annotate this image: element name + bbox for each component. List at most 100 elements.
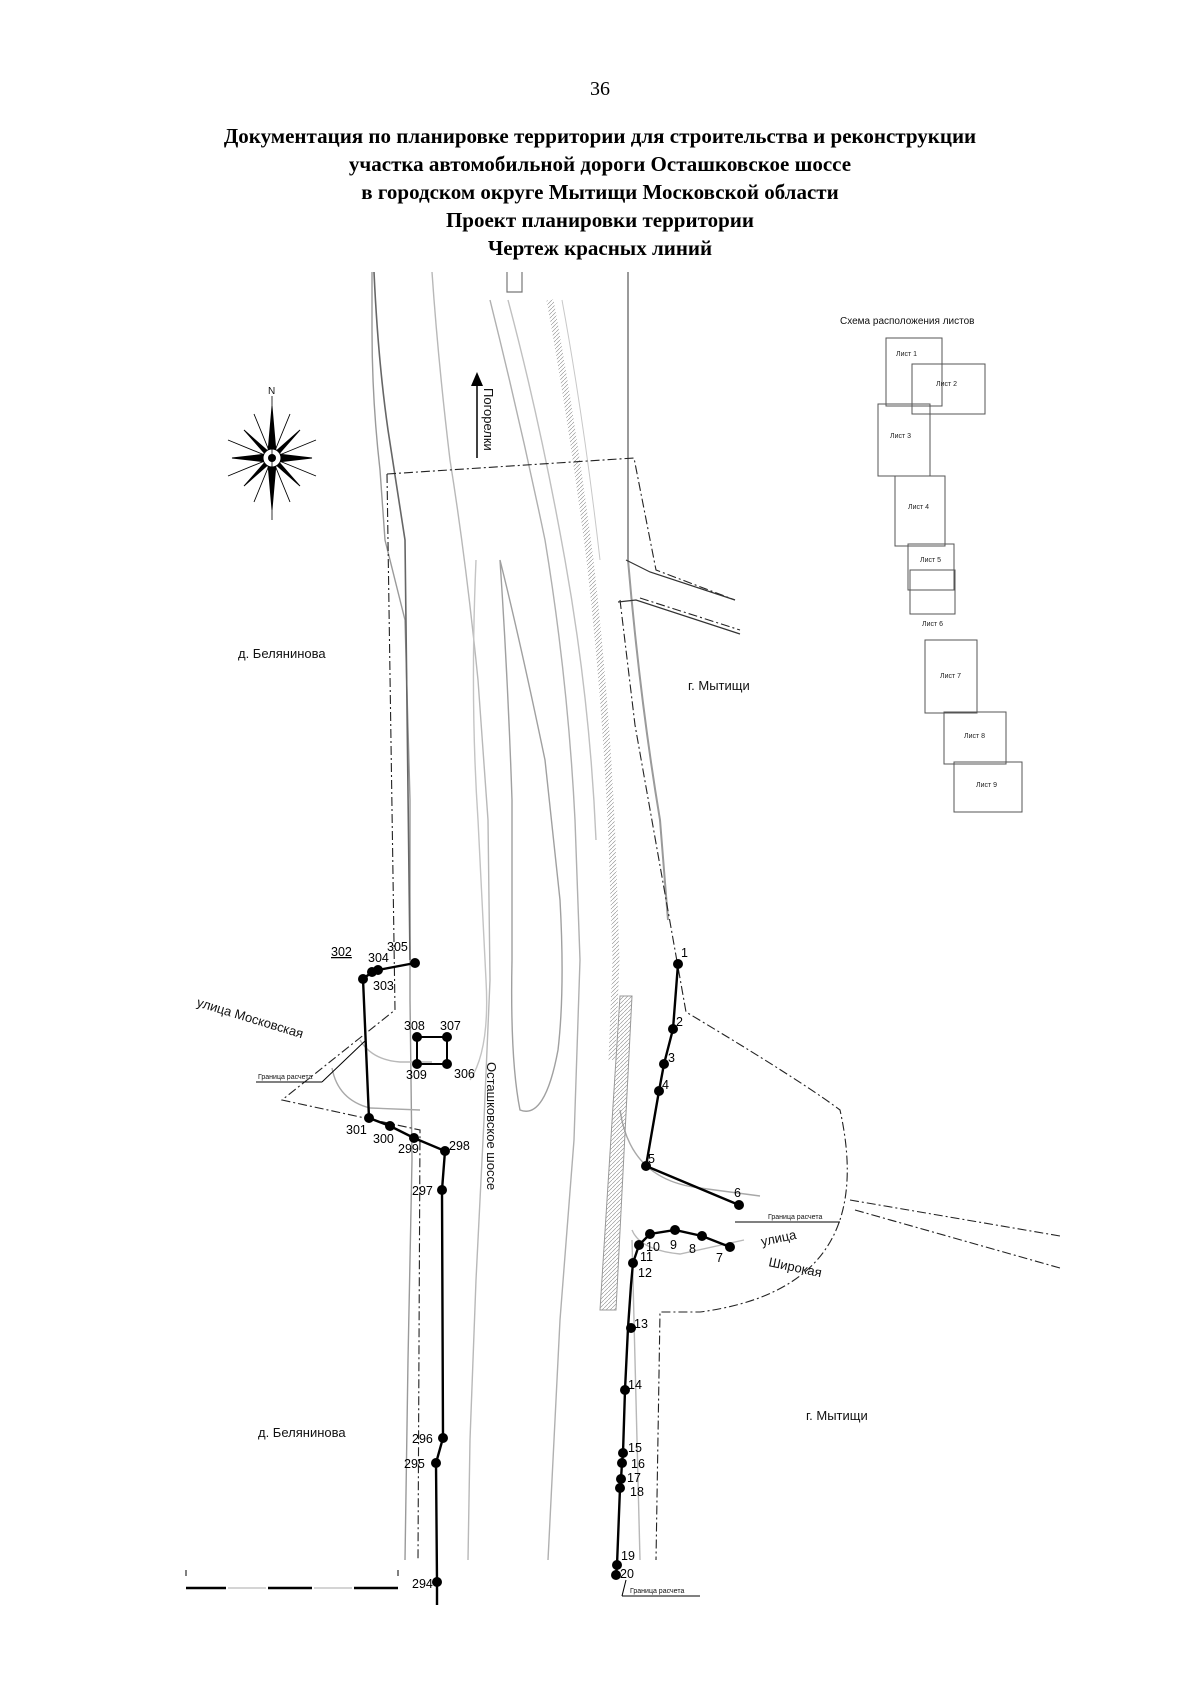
city-label-top: г. Мытищи (688, 678, 750, 693)
label-18: 18 (630, 1485, 644, 1499)
label-300: 300 (373, 1132, 394, 1146)
sheet-label-4: Лист 4 (908, 504, 929, 511)
sheet-label-7: Лист 7 (940, 673, 961, 680)
point-308 (412, 1032, 422, 1042)
label-12: 12 (638, 1266, 652, 1280)
title-line-5: Чертеж красных линий (487, 236, 713, 260)
existing-line-left (373, 271, 411, 961)
city-label-bottom: г. Мытищи (806, 1408, 868, 1423)
point-labels: 294 295 296 297 298 299 300 301 302 303 … (331, 940, 741, 1591)
village-label-bottom: д. Белянинова (258, 1425, 346, 1440)
boundary-breaks (617, 559, 741, 635)
label-302: 302 (331, 945, 352, 959)
point-8 (697, 1231, 707, 1241)
label-14: 14 (628, 1378, 642, 1392)
street-shirokaya-label-2: Широкая (767, 1254, 823, 1280)
planning-boundary (280, 457, 1061, 1561)
compass-rose-icon: N (227, 386, 317, 520)
label-309: 309 (406, 1068, 427, 1082)
point-12 (628, 1258, 638, 1268)
title-line-1: Документация по планировке территории дл… (223, 124, 977, 148)
sheet-rect-8 (943, 711, 1007, 765)
point-306 (442, 1059, 452, 1069)
label-294: 294 (412, 1577, 433, 1591)
label-11: 11 (640, 1250, 653, 1264)
street-moskovskaya-label: улица Московская (195, 995, 305, 1042)
title-line-2: участка автомобильной дороги Осташковско… (348, 152, 852, 176)
point-16 (617, 1458, 627, 1468)
label-304: 304 (368, 951, 389, 965)
sheet-rect-9 (953, 761, 1023, 813)
label-297: 297 (412, 1184, 433, 1198)
point-298 (440, 1146, 450, 1156)
label-9: 9 (670, 1238, 677, 1252)
sheet-rect-5 (907, 543, 955, 591)
label-20: 20 (620, 1567, 634, 1581)
sheet-rect-2 (911, 363, 986, 415)
point-3 (659, 1059, 669, 1069)
label-307: 307 (440, 1019, 461, 1033)
sheet-label-8: Лист 8 (964, 733, 985, 740)
point-296 (438, 1433, 448, 1443)
label-7: 7 (716, 1251, 723, 1265)
point-300 (385, 1121, 395, 1131)
label-296: 296 (412, 1432, 433, 1446)
calc-boundary-bottom: Граница расчета (621, 1579, 700, 1597)
title-line-4: Проект планировки территории (445, 208, 755, 232)
calc-boundary-left: Граница расчета (256, 1039, 367, 1083)
track-hatching (546, 299, 633, 1311)
label-306: 306 (454, 1067, 475, 1081)
sheet-rect-3 (877, 403, 931, 477)
point-17 (616, 1474, 626, 1484)
label-8: 8 (689, 1242, 696, 1256)
sheet-label-6: Лист 6 (922, 621, 943, 628)
point-301 (364, 1113, 374, 1123)
sheet-rect-6 (909, 569, 956, 615)
point-294 (432, 1577, 442, 1587)
point-307 (442, 1032, 452, 1042)
sheet-rect-1 (885, 337, 943, 407)
point-1 (673, 959, 683, 969)
point-304 (373, 965, 383, 975)
label-2: 2 (676, 1015, 683, 1029)
point-6 (734, 1200, 744, 1210)
direction-arrow: Погорелки (471, 372, 496, 458)
sheet-label-5: Лист 5 (920, 557, 941, 564)
point-11 (634, 1240, 644, 1250)
sheet-scheme-title: Схема расположения листов (840, 316, 974, 327)
label-1: 1 (681, 946, 688, 960)
scale-bar (185, 1570, 399, 1590)
label-19: 19 (621, 1549, 635, 1563)
label-299: 299 (398, 1142, 419, 1156)
point-4 (654, 1086, 664, 1096)
calc-boundary-label-right: Граница расчета (768, 1214, 822, 1221)
label-298: 298 (449, 1139, 470, 1153)
page-number: 36 (590, 78, 610, 100)
point-20 (611, 1570, 621, 1580)
direction-label: Погорелки (481, 388, 496, 451)
label-305: 305 (387, 940, 408, 954)
label-295: 295 (404, 1457, 425, 1471)
calc-boundary-right: Граница расчета (735, 1214, 840, 1223)
title-line-3: в городском округе Мытищи Московской обл… (361, 180, 839, 204)
sheet-label-1: Лист 1 (896, 351, 917, 358)
label-13: 13 (634, 1317, 648, 1331)
label-5: 5 (648, 1152, 655, 1166)
point-5 (641, 1161, 651, 1171)
top-stub (506, 272, 523, 293)
red-line-points (358, 958, 744, 1587)
label-16: 16 (631, 1457, 645, 1471)
calc-boundary-label-left: Граница расчета (258, 1074, 312, 1081)
point-19 (612, 1560, 622, 1570)
point-295 (431, 1458, 441, 1468)
road-edges (331, 271, 761, 1561)
point-297 (437, 1185, 447, 1195)
sheet-label-9: Лист 9 (976, 782, 997, 789)
point-15 (618, 1448, 628, 1458)
point-10 (645, 1229, 655, 1239)
label-6: 6 (734, 1186, 741, 1200)
point-309 (412, 1059, 422, 1069)
point-2 (668, 1024, 678, 1034)
point-302 (358, 974, 368, 984)
